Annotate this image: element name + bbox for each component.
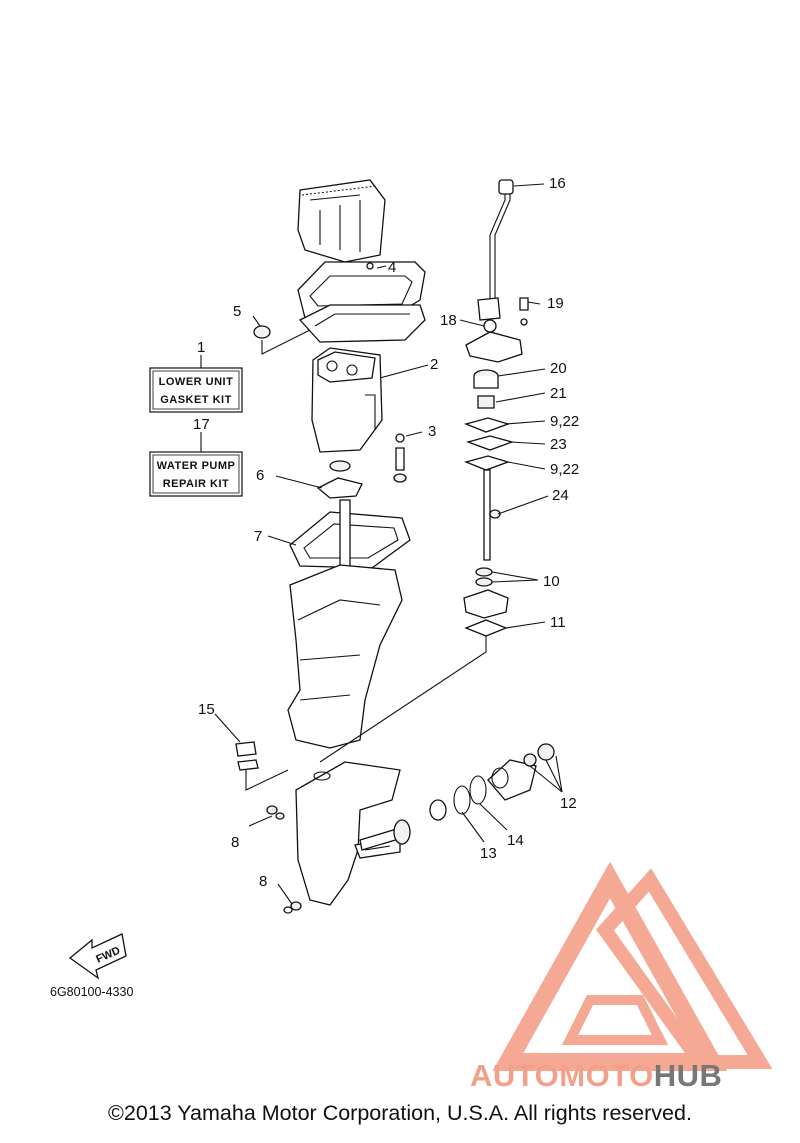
- clip-15: [235, 741, 289, 791]
- callout-labels: 4 5 2 3 6 7 15 8 8 16 19 18 20 21 9,22 2…: [198, 175, 579, 890]
- lower-casing: [295, 761, 401, 906]
- kit-1-line1: LOWER UNIT: [159, 376, 234, 388]
- copyright-notice: ©2013 Yamaha Motor Corporation, U.S.A. A…: [108, 1101, 692, 1125]
- callout-11: 11: [550, 614, 566, 631]
- callout-8a: 8: [231, 834, 239, 851]
- callout-18: 18: [440, 312, 457, 329]
- kit-17-ref: 17: [193, 416, 210, 433]
- seal-5: [253, 325, 311, 355]
- callout-21: 21: [550, 385, 567, 402]
- leader-lines: [200, 183, 563, 905]
- callout-9-22b: 9,22: [550, 461, 579, 478]
- callout-5: 5: [233, 303, 241, 320]
- callout-7: 7: [254, 528, 262, 545]
- callout-8b: 8: [259, 873, 267, 890]
- kit-box-17: 17 WATER PUMP REPAIR KIT: [149, 416, 243, 497]
- callout-12: 12: [560, 795, 577, 812]
- callout-9-22a: 9,22: [550, 413, 579, 430]
- kit-17-line2: REPAIR KIT: [163, 478, 230, 490]
- watermark-part1: AUTOMOTO: [470, 1058, 654, 1093]
- callout-4: 4: [388, 259, 396, 276]
- drive-shaft-assembly: [319, 179, 529, 763]
- callout-13: 13: [480, 845, 497, 862]
- callout-6: 6: [256, 467, 264, 484]
- diagram-code: 6G80100-4330: [50, 985, 133, 999]
- gasket-plate: [298, 304, 426, 343]
- callout-23: 23: [550, 436, 567, 453]
- watermark-logo: [492, 861, 773, 1071]
- callout-3: 3: [428, 423, 436, 440]
- callout-20: 20: [550, 360, 567, 377]
- callout-10: 10: [543, 573, 560, 590]
- upper-casing-7: [287, 499, 411, 749]
- exhaust-guide-2: [311, 347, 383, 453]
- kit-1-line2: GASKET KIT: [160, 394, 232, 406]
- kit-1-ref: 1: [197, 339, 205, 356]
- kit-box-1: 1 LOWER UNIT GASKET KIT: [149, 339, 243, 413]
- callout-15: 15: [198, 701, 215, 718]
- callout-2: 2: [430, 356, 438, 373]
- watermark-text: AUTOMOTOHUB: [470, 1058, 722, 1093]
- prop-shaft-parts: [359, 743, 555, 851]
- kit-17-line1: WATER PUMP: [157, 460, 236, 472]
- callout-16: 16: [549, 175, 566, 192]
- callout-24: 24: [552, 487, 569, 504]
- gasket-4: [297, 261, 426, 319]
- pin-3: [393, 433, 407, 483]
- callout-19: 19: [547, 295, 564, 312]
- powerhead-block: [297, 179, 386, 263]
- callout-14: 14: [507, 832, 524, 849]
- fwd-arrow-icon: FWD: [68, 933, 127, 980]
- gasket-6: [316, 460, 363, 499]
- screw-8: [266, 805, 302, 914]
- watermark-part2: HUB: [654, 1058, 723, 1093]
